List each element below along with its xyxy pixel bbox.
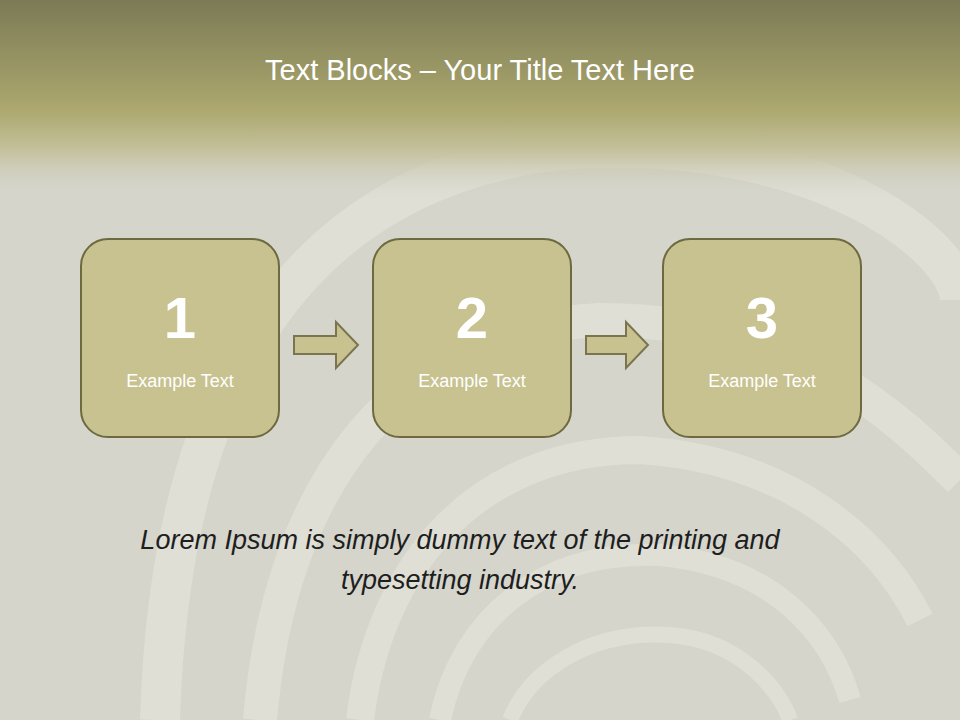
step-box: 1Example Text <box>80 238 280 438</box>
step-box: 2Example Text <box>372 238 572 438</box>
slide-title: Text Blocks – Your Title Text Here <box>0 54 960 87</box>
step-label: Example Text <box>418 370 526 392</box>
caption-text: Lorem Ipsum is simply dummy text of the … <box>120 520 800 600</box>
step-number: 2 <box>456 286 488 350</box>
block-arrow <box>294 322 358 368</box>
step-label: Example Text <box>708 370 816 392</box>
block-arrow <box>586 322 648 368</box>
step-number: 3 <box>746 286 778 350</box>
step-box: 3Example Text <box>662 238 862 438</box>
step-number: 1 <box>164 286 196 350</box>
step-label: Example Text <box>126 370 234 392</box>
